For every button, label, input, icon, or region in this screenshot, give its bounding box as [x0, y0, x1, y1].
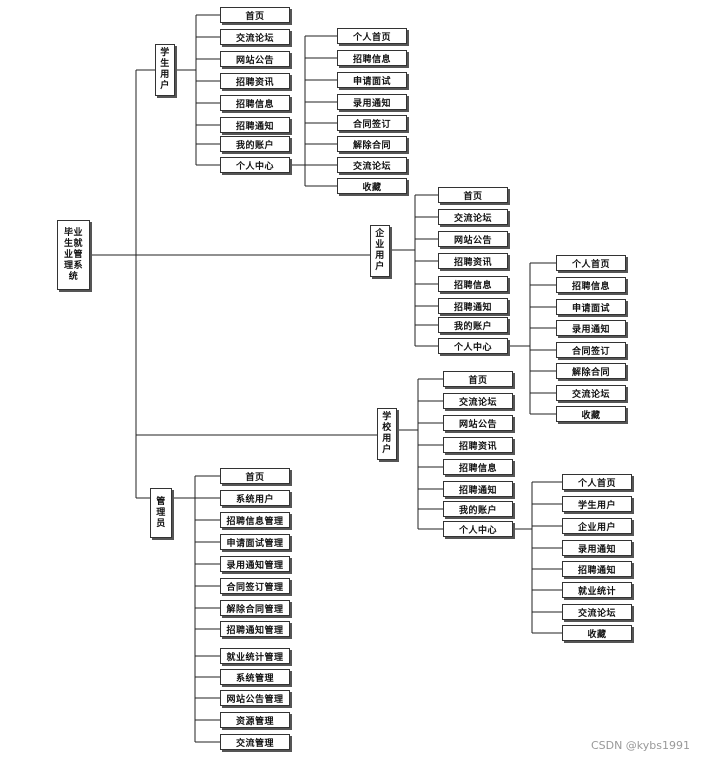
- enterprise-item-1: 交流论坛: [438, 209, 508, 225]
- enterprise-item-4: 招聘信息: [438, 276, 508, 292]
- enterprise-item-2: 网站公告: [438, 231, 508, 247]
- school-item-3: 招聘资讯: [443, 437, 513, 453]
- enterprise-item-0: 首页: [438, 187, 508, 203]
- school-item-5: 招聘通知: [443, 481, 513, 497]
- role-student: 学生用户: [155, 44, 175, 96]
- admin-item-0: 首页: [220, 468, 290, 484]
- admin-item-6: 解除合同管理: [220, 600, 290, 616]
- school-center-2: 企业用户: [562, 518, 632, 534]
- enterprise-item-6: 我的账户: [438, 317, 508, 333]
- admin-item-12: 交流管理: [220, 734, 290, 750]
- enterprise-center-4: 合同签订: [556, 342, 626, 358]
- school-center-4: 招聘通知: [562, 561, 632, 577]
- role-school: 学校用户: [377, 408, 397, 460]
- student-center-6: 交流论坛: [337, 157, 407, 173]
- student-center-2: 申请面试: [337, 72, 407, 88]
- school-center-7: 收藏: [562, 625, 632, 641]
- enterprise-center-7: 收藏: [556, 406, 626, 422]
- admin-item-5: 合同签订管理: [220, 578, 290, 594]
- enterprise-center-5: 解除合同: [556, 363, 626, 379]
- admin-item-3: 申请面试管理: [220, 534, 290, 550]
- student-item-3: 招聘资讯: [220, 73, 290, 89]
- student-item-5: 招聘通知: [220, 117, 290, 133]
- student-item-2: 网站公告: [220, 51, 290, 67]
- student-item-6: 我的账户: [220, 136, 290, 152]
- admin-item-8: 就业统计管理: [220, 648, 290, 664]
- student-center-0: 个人首页: [337, 28, 407, 44]
- school-center-0: 个人首页: [562, 474, 632, 490]
- student-center-5: 解除合同: [337, 136, 407, 152]
- student-center-7: 收藏: [337, 178, 407, 194]
- school-item-7: 个人中心: [443, 521, 513, 537]
- student-center-3: 录用通知: [337, 94, 407, 110]
- student-item-7: 个人中心: [220, 157, 290, 173]
- enterprise-center-2: 申请面试: [556, 299, 626, 315]
- admin-item-1: 系统用户: [220, 490, 290, 506]
- school-item-4: 招聘信息: [443, 459, 513, 475]
- admin-item-4: 录用通知管理: [220, 556, 290, 572]
- school-item-1: 交流论坛: [443, 393, 513, 409]
- school-center-3: 录用通知: [562, 540, 632, 556]
- enterprise-center-6: 交流论坛: [556, 385, 626, 401]
- student-item-0: 首页: [220, 7, 290, 23]
- school-center-5: 就业统计: [562, 582, 632, 598]
- enterprise-item-5: 招聘通知: [438, 298, 508, 314]
- role-enterprise: 企业用户: [370, 225, 390, 277]
- school-item-2: 网站公告: [443, 415, 513, 431]
- root-node: 毕业生就业管理系统: [57, 220, 90, 290]
- enterprise-item-7: 个人中心: [438, 338, 508, 354]
- admin-item-2: 招聘信息管理: [220, 512, 290, 528]
- enterprise-item-3: 招聘资讯: [438, 253, 508, 269]
- student-item-4: 招聘信息: [220, 95, 290, 111]
- enterprise-center-3: 录用通知: [556, 320, 626, 336]
- student-item-1: 交流论坛: [220, 29, 290, 45]
- watermark: CSDN @kybs1991: [590, 739, 690, 752]
- admin-item-7: 招聘通知管理: [220, 621, 290, 637]
- enterprise-center-0: 个人首页: [556, 255, 626, 271]
- school-center-1: 学生用户: [562, 496, 632, 512]
- school-item-6: 我的账户: [443, 501, 513, 517]
- student-center-4: 合同签订: [337, 115, 407, 131]
- school-item-0: 首页: [443, 371, 513, 387]
- student-center-1: 招聘信息: [337, 50, 407, 66]
- admin-item-10: 网站公告管理: [220, 690, 290, 706]
- role-admin: 管理员: [150, 488, 172, 538]
- admin-item-11: 资源管理: [220, 712, 290, 728]
- school-center-6: 交流论坛: [562, 604, 632, 620]
- enterprise-center-1: 招聘信息: [556, 277, 626, 293]
- admin-item-9: 系统管理: [220, 669, 290, 685]
